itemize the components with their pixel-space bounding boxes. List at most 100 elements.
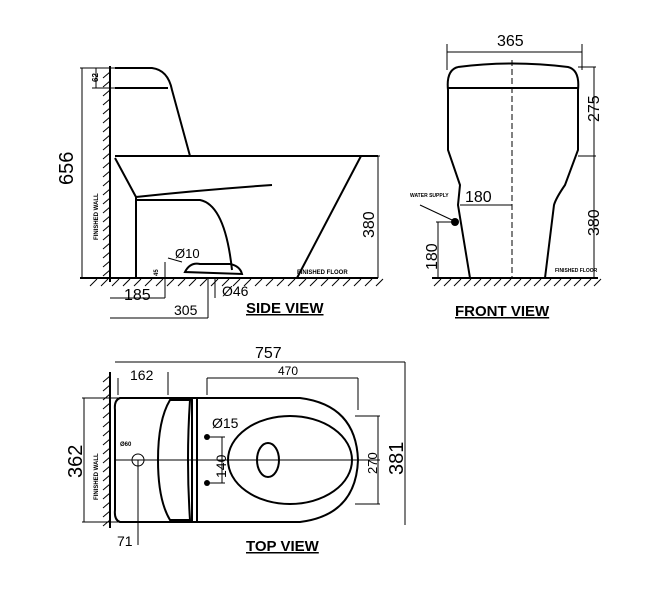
hatch-mark (102, 420, 111, 428)
dim-o10: Ø10 (175, 246, 200, 261)
hatch-mark (102, 179, 111, 187)
hatch-mark (563, 278, 572, 287)
hatch-mark (375, 278, 384, 287)
hatch-mark (144, 278, 153, 287)
hatch-mark (102, 474, 111, 482)
hatch-mark (443, 278, 452, 287)
hatch-mark (102, 251, 111, 259)
hatch-mark (188, 278, 197, 287)
side-rim (114, 157, 273, 199)
top-view-title: TOP VIEW (246, 538, 320, 555)
top-wall-label: FINISHED WALL (94, 453, 100, 500)
dim-757: 757 (255, 345, 282, 362)
hatch-mark (155, 278, 164, 287)
hatch-mark (102, 224, 111, 232)
dim-180-horizontal: 180 (465, 189, 492, 206)
dim-180-vertical: 180 (424, 243, 441, 270)
dim-305: 305 (174, 302, 198, 318)
dim-o15: Ø15 (212, 415, 239, 431)
hatch-mark (102, 170, 111, 178)
hatch-mark (102, 384, 111, 392)
hatch-mark (573, 278, 582, 287)
side-tank-outline (115, 67, 191, 157)
hatch-mark (276, 278, 285, 287)
hatch-mark (102, 242, 111, 250)
dim-o46: Ø46 (222, 283, 249, 299)
hatch-mark (533, 278, 542, 287)
hatch-mark (102, 393, 111, 401)
hatch-mark (453, 278, 462, 287)
hatch-mark (433, 278, 442, 287)
dim-45: 45 (154, 269, 160, 276)
hatch-mark (102, 233, 111, 241)
dim-470: 470 (278, 364, 298, 378)
hatch-mark (102, 519, 111, 527)
side-floor-label: FINISHED FLOOR (297, 270, 348, 276)
hatch-mark (102, 215, 111, 223)
hatch-mark (102, 260, 111, 268)
hatch-mark (102, 134, 111, 142)
dim-362: 362 (65, 445, 87, 478)
hatch-mark (102, 98, 111, 106)
hatch-mark (265, 278, 274, 287)
hatch-mark (463, 278, 472, 287)
hatch-mark (513, 278, 522, 287)
hatch-mark (177, 278, 186, 287)
hatch-mark (483, 278, 492, 287)
side-view-title: SIDE VIEW (246, 300, 324, 317)
hatch-mark (102, 125, 111, 133)
hatch-mark (102, 456, 111, 464)
hatch-mark (133, 278, 142, 287)
hatch-mark (287, 278, 296, 287)
dim-185: 185 (124, 287, 151, 304)
hatch-mark (102, 107, 111, 115)
dim-365: 365 (497, 33, 524, 50)
hatch-mark (493, 278, 502, 287)
hatch-mark (543, 278, 552, 287)
hatch-mark (254, 278, 263, 287)
side-bowl-front (296, 155, 362, 279)
hatch-mark (102, 206, 111, 214)
front-view: 365 275 380 180 180 WATER SUPPLY FINISHE… (410, 33, 603, 320)
dim-380-front: 380 (586, 209, 603, 236)
top-view: 757 162 470 Ø60 362 FINISHED WALL 270 38… (65, 345, 408, 555)
hatch-mark (553, 278, 562, 287)
hatch-mark (232, 278, 241, 287)
hatch-mark (102, 71, 111, 79)
hatch-mark (100, 278, 109, 287)
hatch-mark (102, 465, 111, 473)
dim-275: 275 (586, 95, 603, 122)
hatch-mark (89, 278, 98, 287)
dim-62: 62 (91, 73, 100, 82)
hatch-mark (102, 269, 111, 277)
side-wall-label: FINISHED WALL (94, 193, 100, 240)
top-wall-hatch (102, 375, 111, 527)
hatch-mark (473, 278, 482, 287)
hatch-mark (199, 278, 208, 287)
hatch-mark (102, 80, 111, 88)
hatch-mark (102, 197, 111, 205)
dim-71: 71 (117, 533, 133, 549)
hatch-mark (102, 152, 111, 160)
hatch-mark (111, 278, 120, 287)
front-view-title: FRONT VIEW (455, 303, 550, 320)
dim-380-side: 380 (361, 211, 378, 238)
hatch-mark (221, 278, 230, 287)
side-view: 656 62 FINISHED WALL 380 FINISHED FLOOR … (56, 66, 384, 319)
dim-o60: Ø60 (120, 442, 132, 448)
top-body-outline (113, 397, 360, 523)
hatch-mark (122, 278, 131, 287)
hatch-mark (102, 501, 111, 509)
dim-140: 140 (213, 454, 229, 478)
side-wall-hatch (102, 71, 111, 277)
hatch-mark (166, 278, 175, 287)
front-floor-label: FINISHED FLOOR (555, 268, 598, 274)
hatch-mark (102, 116, 111, 124)
hatch-mark (102, 143, 111, 151)
hatch-mark (353, 278, 362, 287)
hatch-mark (342, 278, 351, 287)
hatch-mark (102, 411, 111, 419)
hatch-mark (593, 278, 602, 287)
hatch-mark (298, 278, 307, 287)
